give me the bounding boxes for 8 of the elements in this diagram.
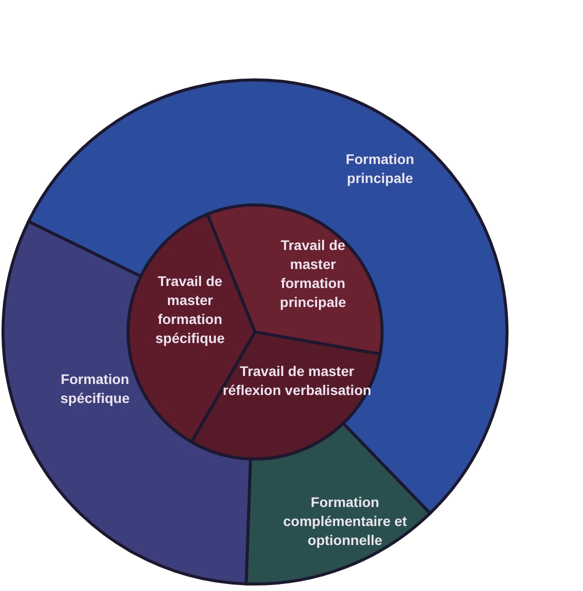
- segment-label: Formation complémentaire et optionnelle: [282, 493, 408, 550]
- segment-label: Travail de master formation spécifique: [154, 272, 226, 348]
- segment-label: Formation principale: [344, 150, 416, 188]
- segment-label: Formation spécifique: [59, 370, 131, 408]
- ring-segment: [244, 422, 432, 586]
- segment-label: Travail de master réflexion verbalisation: [222, 362, 372, 400]
- segment-label: Travail de master formation principale: [278, 236, 348, 311]
- ring-segment: [27, 78, 508, 515]
